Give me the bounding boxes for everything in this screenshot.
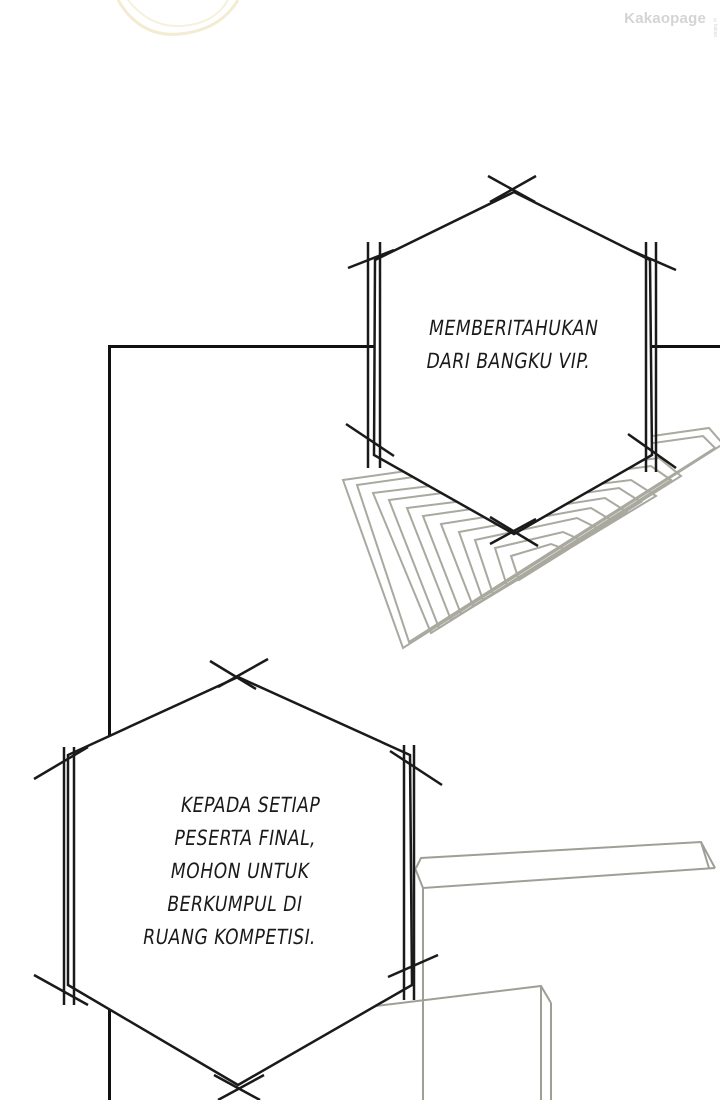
bubble-bottom-line: MOHON UNTUK: [168, 859, 312, 883]
hexagon-bubble-outline: [33, 657, 443, 1100]
speech-bubble-top: MEMBERITAHUKAN DARI BANGKU VIP.: [340, 172, 680, 552]
hexagon-bubble-outline: [345, 174, 677, 548]
bubble-bottom-line: KEPADA SETIAP: [178, 793, 323, 817]
speech-bubble-bottom: KEPADA SETIAP PESERTA FINAL, MOHON UNTUK…: [30, 655, 450, 1100]
bubble-bottom-line: PESERTA FINAL,: [172, 826, 319, 850]
bubble-top-line: MEMBERITAHUKAN: [427, 316, 601, 340]
bubble-bottom-text: KEPADA SETIAP PESERTA FINAL, MOHON UNTUK…: [88, 789, 393, 954]
bubble-bottom-line: RUANG KOMPETISI.: [141, 925, 319, 949]
bubble-bottom-line: BERKUMPUL DI: [165, 892, 305, 916]
decorative-arc: [116, 0, 240, 36]
bubble-top-line: DARI BANGKU VIP.: [424, 349, 593, 373]
watermark-logo: Kakaopage: [624, 10, 706, 27]
bubble-top-text: MEMBERITAHUKAN DARI BANGKU VIP.: [387, 312, 635, 378]
watermark-suffix: ©kakao: [712, 18, 718, 38]
